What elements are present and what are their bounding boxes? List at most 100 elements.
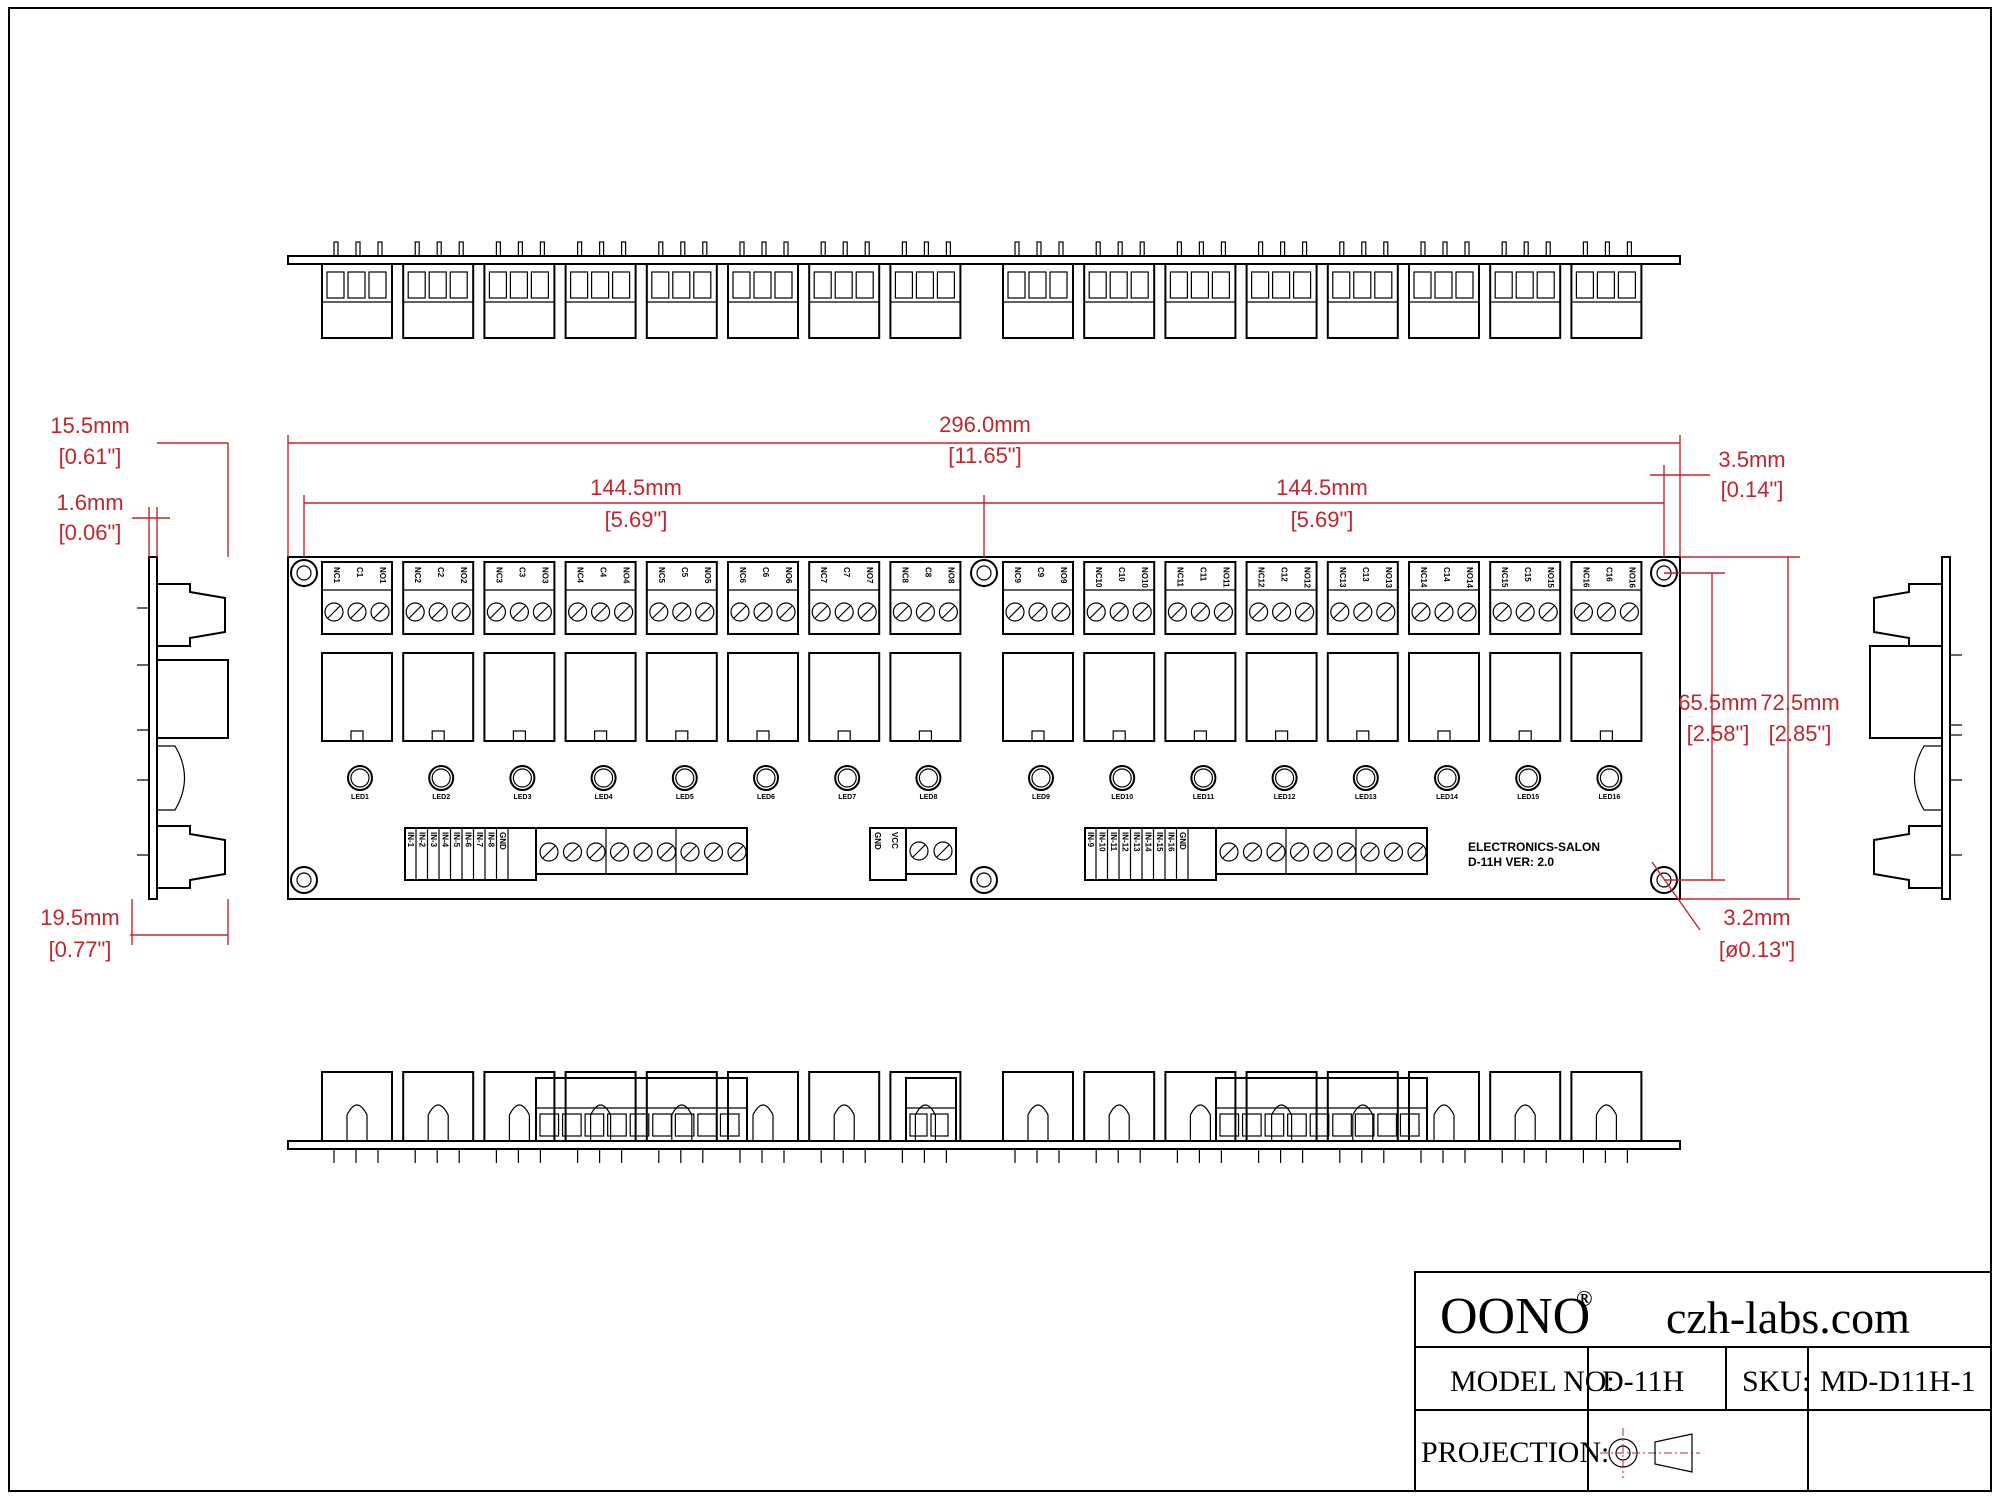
relay-body xyxy=(889,652,962,742)
mount-hole-bottom-mid xyxy=(970,866,998,894)
input-pin-label: GND xyxy=(1178,832,1187,850)
led-icon xyxy=(428,765,455,791)
screw-icon xyxy=(909,841,929,861)
top-view-terminal-15 xyxy=(1489,241,1562,339)
input-pin-label: IN-13 xyxy=(1132,832,1141,852)
pin-label: NO14 xyxy=(1465,567,1474,588)
bottom-view-relay-1 xyxy=(321,1071,393,1163)
dim-pcb-thick-mm: 1.6mm xyxy=(56,490,123,515)
relay-body xyxy=(1408,652,1480,742)
model-label: MODEL NO: xyxy=(1450,1365,1615,1398)
screw-icon xyxy=(672,602,692,622)
screw-icon xyxy=(1407,842,1427,862)
output-terminal-block xyxy=(1083,561,1156,635)
pin-label: C1 xyxy=(355,567,364,578)
screw-icon xyxy=(347,602,367,622)
first-angle-projection-icon xyxy=(1600,1428,1700,1478)
power-pin-label: GND xyxy=(873,832,882,850)
input-pin-label: IN-10 xyxy=(1098,832,1107,852)
pin-label: C12 xyxy=(1280,567,1289,582)
screw-icon xyxy=(695,602,715,622)
led-side-icon xyxy=(1189,1104,1211,1141)
led-label: LED9 xyxy=(1032,794,1050,801)
input-pin-label: IN-8 xyxy=(487,832,496,848)
projection-label: PROJECTION: xyxy=(1421,1436,1609,1469)
input-pin-label: IN-6 xyxy=(464,832,473,848)
led-label: LED1 xyxy=(351,794,369,801)
led-icon xyxy=(1028,765,1054,791)
screw-icon xyxy=(1190,602,1211,622)
dim-total-width-in: [11.65"] xyxy=(948,443,1021,468)
bottom-view-relay-10 xyxy=(1083,1071,1156,1163)
pin-label: C3 xyxy=(517,567,526,578)
relay-body xyxy=(1570,652,1643,742)
input-pin-label: IN-7 xyxy=(475,832,484,848)
top-view-terminal-12 xyxy=(1245,241,1318,339)
screw-icon xyxy=(834,602,854,622)
left-side-pcb xyxy=(148,556,158,900)
bottom-view-pcb-edge xyxy=(287,1140,1681,1150)
pin-label: C10 xyxy=(1117,567,1126,582)
dim-total-width-mm: 296.0mm xyxy=(939,412,1031,437)
led-side-icon xyxy=(346,1104,368,1141)
led-icon xyxy=(1352,765,1379,791)
dim-half-right-in: [5.69"] xyxy=(1291,507,1354,532)
screw-icon xyxy=(567,602,588,622)
screw-icon xyxy=(680,842,700,862)
pin-label: NO8 xyxy=(946,567,955,584)
bottom-view-terminal xyxy=(535,1077,748,1142)
pin-label: NO7 xyxy=(865,567,874,584)
led-icon xyxy=(509,765,536,791)
screw-icon xyxy=(633,842,653,862)
pin-label: C14 xyxy=(1442,567,1451,582)
dim-side-top-mm: 15.5mm xyxy=(50,413,129,438)
mount-hole-bottom-left xyxy=(290,866,318,894)
screw-icon xyxy=(1538,602,1558,622)
output-terminal-block xyxy=(889,561,962,635)
pin-label: NC2 xyxy=(413,567,422,584)
pin-label: NC15 xyxy=(1500,567,1509,588)
screw-icon xyxy=(1167,602,1188,622)
relay-body xyxy=(1002,652,1074,742)
dim-side-bottom-in: [0.77"] xyxy=(49,937,112,962)
model-value: D-11H xyxy=(1602,1365,1684,1398)
screw-icon xyxy=(1434,602,1454,622)
screw-icon xyxy=(370,602,390,622)
input-pin-label: IN-15 xyxy=(1155,832,1164,852)
mount-hole-top-mid xyxy=(970,559,998,587)
screw-icon xyxy=(590,602,611,622)
top-view-terminal-9 xyxy=(1002,241,1074,339)
top-view-terminal-3 xyxy=(483,241,556,339)
pin-label: C5 xyxy=(680,567,689,578)
screw-icon xyxy=(586,842,606,862)
screw-icon xyxy=(324,602,344,622)
screw-icon xyxy=(532,602,553,622)
pin-label: NC8 xyxy=(900,567,909,584)
input-pin-label: IN-14 xyxy=(1144,832,1153,852)
bottom-view-relay-15 xyxy=(1489,1071,1562,1163)
screw-icon xyxy=(1573,602,1594,622)
input-pin-label: IN-2 xyxy=(418,832,427,848)
led-icon xyxy=(1271,765,1298,791)
led-label: LED12 xyxy=(1274,794,1296,801)
output-terminal-block xyxy=(564,561,637,635)
output-terminal-block xyxy=(1570,561,1643,635)
input-pin-label: IN-9 xyxy=(1086,832,1095,848)
input-pin-label: IN-16 xyxy=(1167,832,1176,852)
pin-label: NO5 xyxy=(703,567,712,584)
dim-pcb-thick-in: [0.06"] xyxy=(59,520,122,545)
top-view-pcb-edge xyxy=(287,255,1681,265)
led-side-icon xyxy=(1027,1104,1049,1141)
pin-label: C13 xyxy=(1361,567,1370,582)
top-view-terminal-11 xyxy=(1164,241,1237,339)
pin-label: NO10 xyxy=(1140,567,1149,588)
top-edge-view xyxy=(287,241,1681,339)
led-icon xyxy=(671,765,698,791)
led-icon xyxy=(1109,765,1136,791)
pin-label: NC9 xyxy=(1013,567,1022,584)
